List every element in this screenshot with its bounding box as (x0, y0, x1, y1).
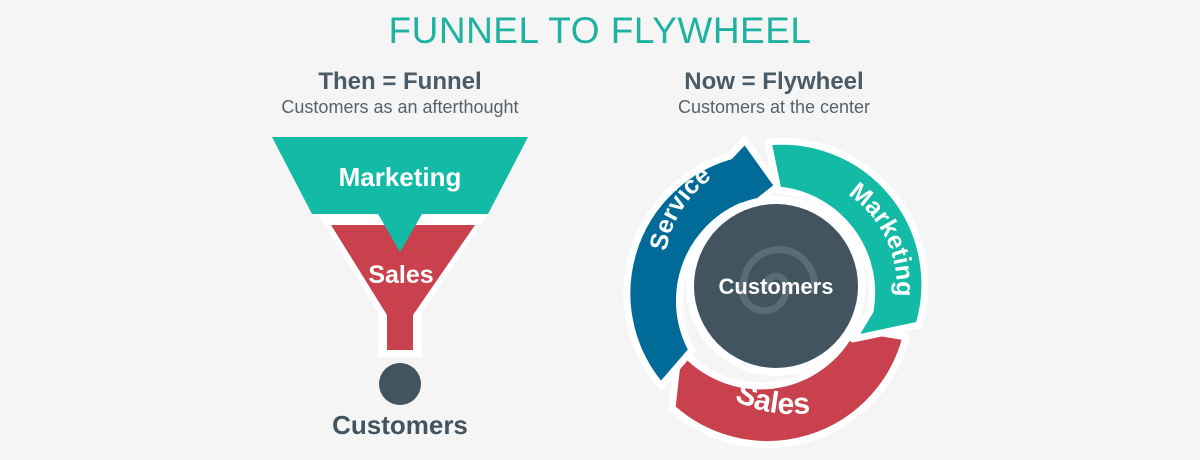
funnel-sales-label: Sales (368, 261, 433, 289)
flywheel-sales-segment (668, 324, 910, 449)
swirl-icon (738, 246, 818, 315)
funnel-marketing-segment (272, 137, 528, 252)
page-title: FUNNEL TO FLYWHEEL (388, 10, 812, 51)
flywheel-customers-label: Customers (719, 274, 834, 299)
flywheel-heading: Now = Flywheel (684, 68, 864, 95)
flywheel-diagram: Customers Service Marketing Sales (623, 136, 929, 449)
funnel-subheading: Customers as an afterthought (281, 97, 519, 117)
funnel-heading: Then = Funnel (318, 68, 482, 95)
funnel-customer-dot (379, 363, 421, 405)
funnel-diagram: Marketing Sales Customers (272, 137, 528, 440)
funnel-marketing-label: Marketing (339, 162, 462, 192)
flywheel-marketing-segment (764, 137, 929, 343)
funnel-sales-segment (331, 225, 475, 350)
flywheel-center-circle (694, 204, 858, 368)
flywheel-service-segment (623, 136, 782, 390)
funnel-customers-label: Customers (332, 410, 468, 440)
flywheel-subheading: Customers at the center (677, 97, 871, 117)
